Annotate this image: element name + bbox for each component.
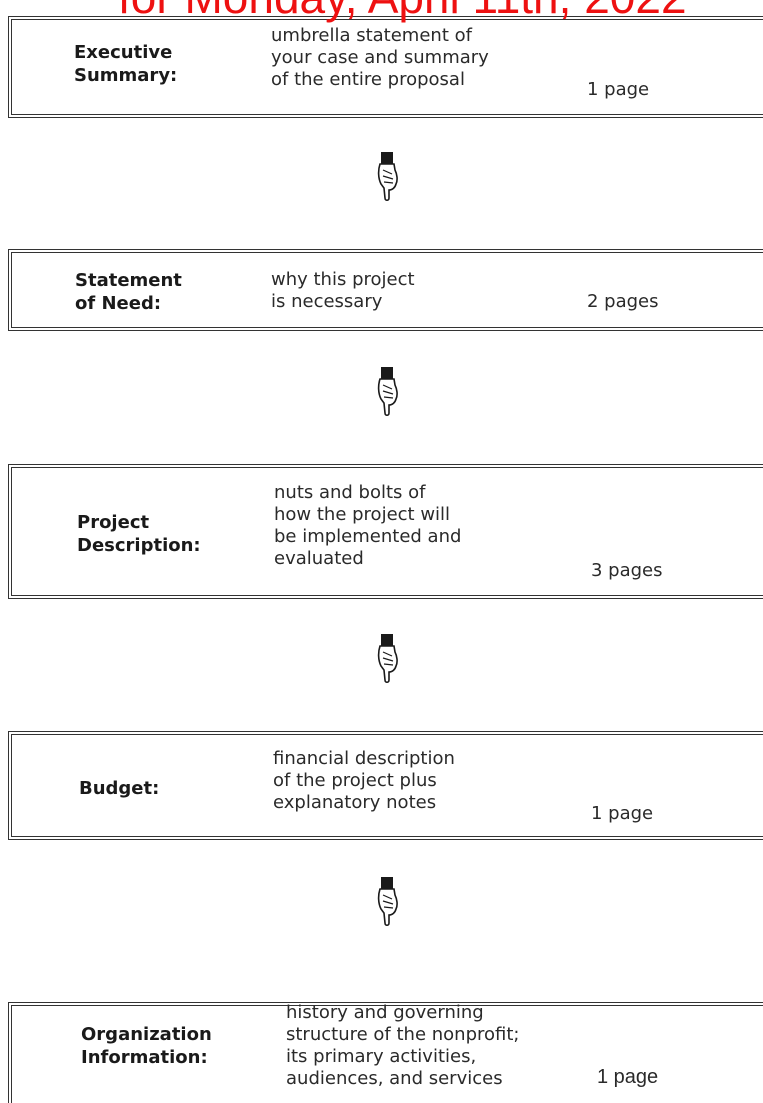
section-label: Statement of Need: xyxy=(75,269,182,315)
label-line: Project xyxy=(77,512,150,533)
section-budget: Budget: financial description of the pro… xyxy=(8,731,763,840)
section-length: 1 page xyxy=(587,79,650,100)
description-line: explanatory notes xyxy=(273,792,437,813)
section-length: 1 page xyxy=(597,1066,659,1088)
label-line: Executive xyxy=(74,42,173,63)
label-line: Description: xyxy=(77,535,201,556)
section-description: nuts and bolts of how the project will b… xyxy=(274,482,461,570)
section-organization-information: Organization Information: history and go… xyxy=(8,1002,763,1103)
section-label: Budget: xyxy=(79,777,159,800)
pointing-hand-down-icon xyxy=(377,634,398,684)
section-length: 3 pages xyxy=(591,560,663,581)
description-line: be implemented and xyxy=(274,526,462,547)
pointing-hand-down-icon xyxy=(377,152,398,202)
overlay-banner-text: for Monday, April 11th, 2022 xyxy=(118,0,687,20)
section-description: umbrella statement of your case and summ… xyxy=(271,25,489,91)
description-line: structure of the nonprofit; xyxy=(286,1024,520,1045)
section-executive-summary: Executive Summary: umbrella statement of… xyxy=(8,16,763,118)
description-line: of the project plus xyxy=(273,770,437,791)
pointing-hand-down-icon xyxy=(377,367,398,417)
section-description: why this project is necessary xyxy=(271,269,415,313)
label-line: Organization xyxy=(81,1024,212,1045)
section-project-description: Project Description: nuts and bolts of h… xyxy=(8,464,763,599)
description-line: its primary activities, xyxy=(286,1046,477,1067)
label-line: of Need: xyxy=(75,293,162,314)
section-statement-of-need: Statement of Need: why this project is n… xyxy=(8,249,763,331)
section-description: financial description of the project plu… xyxy=(273,748,455,814)
section-length: 2 pages xyxy=(587,291,659,312)
description-line: umbrella statement of xyxy=(271,25,472,46)
section-description: history and governing structure of the n… xyxy=(286,1002,519,1090)
section-label: Project Description: xyxy=(77,511,201,557)
description-line: history and governing xyxy=(286,1002,484,1023)
description-line: evaluated xyxy=(274,548,364,569)
section-label: Executive Summary: xyxy=(74,41,177,87)
section-length: 1 page xyxy=(591,803,654,824)
label-line: Statement xyxy=(75,270,182,291)
description-line: is necessary xyxy=(271,291,383,312)
description-line: how the project will xyxy=(274,504,451,525)
label-line: Information: xyxy=(81,1047,208,1068)
label-line: Summary: xyxy=(74,65,178,86)
pointing-hand-down-icon xyxy=(377,877,398,927)
description-line: of the entire proposal xyxy=(271,69,465,90)
description-line: audiences, and services xyxy=(286,1068,503,1089)
label-line: Budget: xyxy=(79,778,160,799)
description-line: financial description xyxy=(273,748,455,769)
description-line: your case and summary xyxy=(271,47,489,68)
description-line: why this project xyxy=(271,269,415,290)
section-label: Organization Information: xyxy=(81,1023,212,1069)
description-line: nuts and bolts of xyxy=(274,482,426,503)
